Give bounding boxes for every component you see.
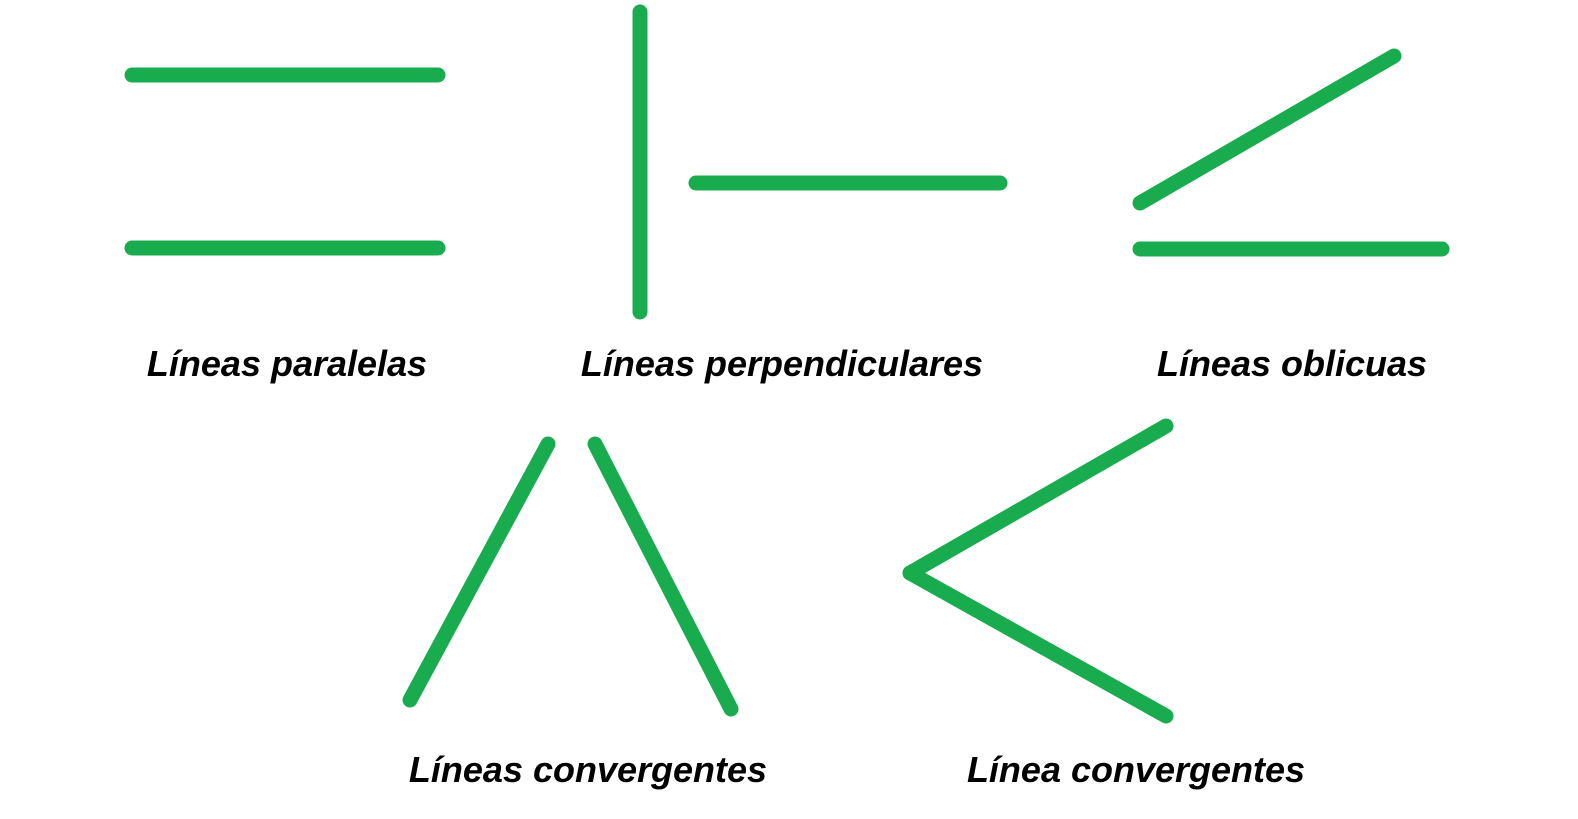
label-lineas-oblicuas: Líneas oblicuas bbox=[1156, 343, 1428, 384]
label-lineas-perpendiculares: Líneas perpendiculares bbox=[580, 343, 984, 384]
lineas-oblicuas-line-1 bbox=[1132, 48, 1402, 211]
linea-convergentes-line-2 bbox=[902, 565, 1174, 724]
linea-convergentes-line-1 bbox=[902, 418, 1174, 581]
label-linea-convergentes: Línea convergentes bbox=[966, 749, 1306, 790]
lineas-convergentes-line-1 bbox=[402, 436, 556, 708]
lineas-convergentes-line-2 bbox=[587, 436, 739, 717]
label-lineas-convergentes: Líneas convergentes bbox=[408, 749, 768, 790]
label-lineas-paralelas: Líneas paralelas bbox=[146, 343, 428, 384]
